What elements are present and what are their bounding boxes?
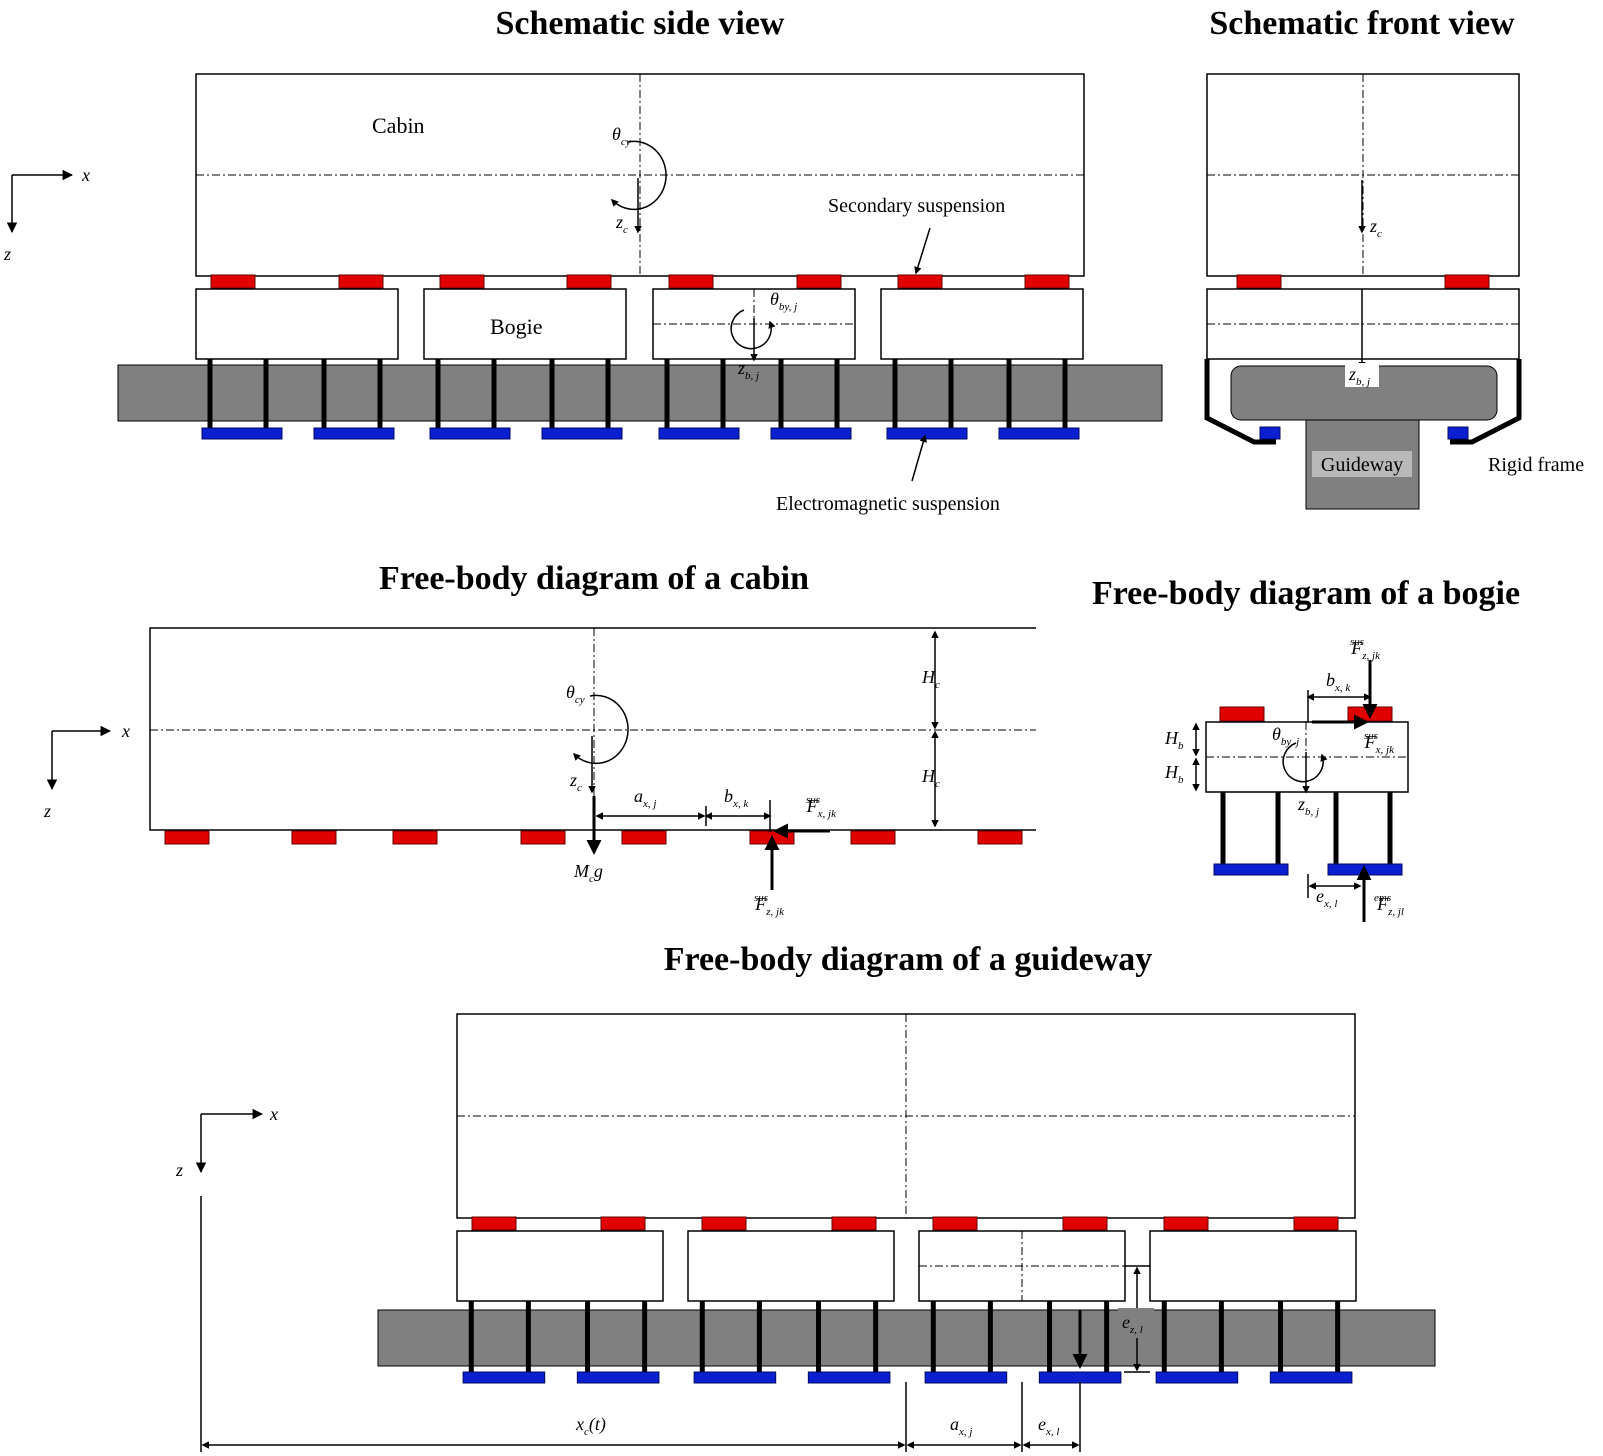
fbd-guideway-bogies [456, 1230, 1357, 1302]
bogie-label: Bogie [490, 314, 543, 339]
side-z-bj: zb, j [737, 358, 759, 382]
side-theta-by: θby, j [770, 289, 797, 313]
cabin-label: Cabin [372, 113, 425, 138]
fbd-guideway-e-xl: ex, l [1038, 1414, 1059, 1438]
fbd-bogie-Hb-top: Hb [1164, 728, 1184, 752]
fbd-guideway-ems-magnets [462, 1371, 1353, 1384]
guideway-ems-magnet [924, 1371, 1008, 1384]
fbd-bogie-e-xl: ex, l [1316, 886, 1337, 910]
fbd-bogie-F-z-jk: Fz, jksus [1350, 636, 1381, 662]
side-axes: x z [3, 165, 90, 264]
fbd-cabin-theta-cy: θcy [566, 682, 585, 706]
fbd-bogie-theta-by: θby, j [1272, 724, 1299, 748]
side-axis-z-label: z [3, 244, 11, 264]
side-ems-magnet [770, 427, 852, 440]
guideway-ems-magnet [1269, 1371, 1353, 1384]
fbd-cabin-Hc-bottom: Hc [921, 766, 940, 790]
fbd-guideway-axis-z: z [175, 1160, 183, 1180]
side-ems-magnet [201, 427, 283, 440]
electromagnetic-suspension-label: Electromagnetic suspension [776, 493, 1000, 515]
fbd-cabin-axis-z: z [43, 801, 51, 821]
rigid-frame-right [1450, 359, 1522, 445]
fbd-bogie-F-z-jl: Fz, jlems [1374, 892, 1404, 918]
fbd-bogie-Hb-bottom: Hb [1164, 762, 1184, 786]
fbd-cabin-z-c: zc [569, 770, 582, 794]
guideway-ems-magnet [576, 1371, 660, 1384]
fbd-cabin-title: Free-body diagram of a cabin [379, 560, 809, 597]
fbd-guideway-axis-x: x [269, 1104, 278, 1124]
side-ems-magnet [429, 427, 511, 440]
side-ems-magnets [201, 427, 1080, 440]
guideway-ems-magnet [1038, 1371, 1122, 1384]
fbd-bogie-legs [1220, 792, 1393, 868]
side-axis-x-label: x [81, 165, 90, 185]
fbd-guideway-title: Free-body diagram of a guideway [664, 941, 1153, 978]
front-z-bj: zb, j [1348, 364, 1370, 388]
side-ems-magnet [313, 427, 395, 440]
fbd-guideway-beam [377, 1309, 1436, 1367]
secondary-suspension-label: Secondary suspension [828, 195, 1005, 217]
side-view: x z Cabin θcy zc [3, 73, 1163, 515]
fbd-guideway: x z ez, l [175, 1013, 1436, 1452]
fbd-guideway-e-zl: ez, l [1122, 1312, 1143, 1336]
fbd-guideway-axes: x z [175, 1104, 278, 1180]
front-z-c: zc [1369, 216, 1382, 240]
fbd-guideway-xc-t: xc(t) [575, 1414, 606, 1438]
fbd-cabin-a-xj: ax, j [634, 786, 656, 810]
side-bogies [195, 288, 1084, 360]
fbd-cabin-F-z-jk: Fz, jksus [754, 892, 785, 918]
guideway-ems-magnet [693, 1371, 777, 1384]
fbd-bogie-z-bj: zb, j [1297, 794, 1319, 818]
front-view-title: Schematic front view [1209, 5, 1515, 42]
fbd-cabin-b-xk: bx, k [724, 786, 749, 810]
fbd-cabin-F-x-jk: Fx, jksus [806, 794, 837, 820]
rigid-frame-label: Rigid frame [1488, 454, 1584, 476]
guideway-ems-magnet [807, 1371, 891, 1384]
side-view-title: Schematic side view [496, 5, 785, 42]
side-guideway-beam [117, 364, 1163, 422]
fbd-cabin-Mcg: Mcg [573, 861, 603, 885]
side-ems-magnet [541, 427, 623, 440]
fbd-bogie: θby, j zb, j Hb Hb bx, k Fz, jksus Fx, j… [1164, 636, 1409, 922]
fbd-cabin-axis-x: x [121, 721, 130, 741]
guideway-ems-magnet [1155, 1371, 1239, 1384]
side-theta-cy: θcy [612, 124, 631, 148]
fbd-cabin-pads [164, 830, 1023, 845]
side-ems-magnet [658, 427, 740, 440]
fbd-guideway-pads [471, 1216, 1339, 1231]
side-z-c: zc [615, 212, 628, 236]
guideway-label: Guideway [1321, 454, 1403, 476]
fbd-cabin-axes: x z [43, 721, 130, 821]
side-ems-magnet [886, 427, 968, 440]
fbd-cabin: x z θcy zc Hc Hc ax, j bx, k [43, 627, 1036, 918]
rigid-frame-left [1204, 359, 1276, 445]
fbd-bogie-title: Free-body diagram of a bogie [1092, 575, 1520, 612]
fbd-cabin-Hc-top: Hc [921, 667, 940, 691]
side-bogie-legs [207, 359, 1068, 436]
side-ems-magnet [998, 427, 1080, 440]
side-secondary-pads [210, 274, 1070, 289]
fbd-guideway-a-xj: ax, j [950, 1414, 972, 1438]
front-view: zc Guideway zb, j Rigid frame [1204, 73, 1584, 510]
fbd-guideway-legs [468, 1301, 1341, 1378]
guideway-ems-magnet [462, 1371, 546, 1384]
fbd-bogie-F-x-jk: Fx, jksus [1364, 730, 1395, 756]
fbd-bogie-b-xk: bx, k [1326, 670, 1351, 694]
